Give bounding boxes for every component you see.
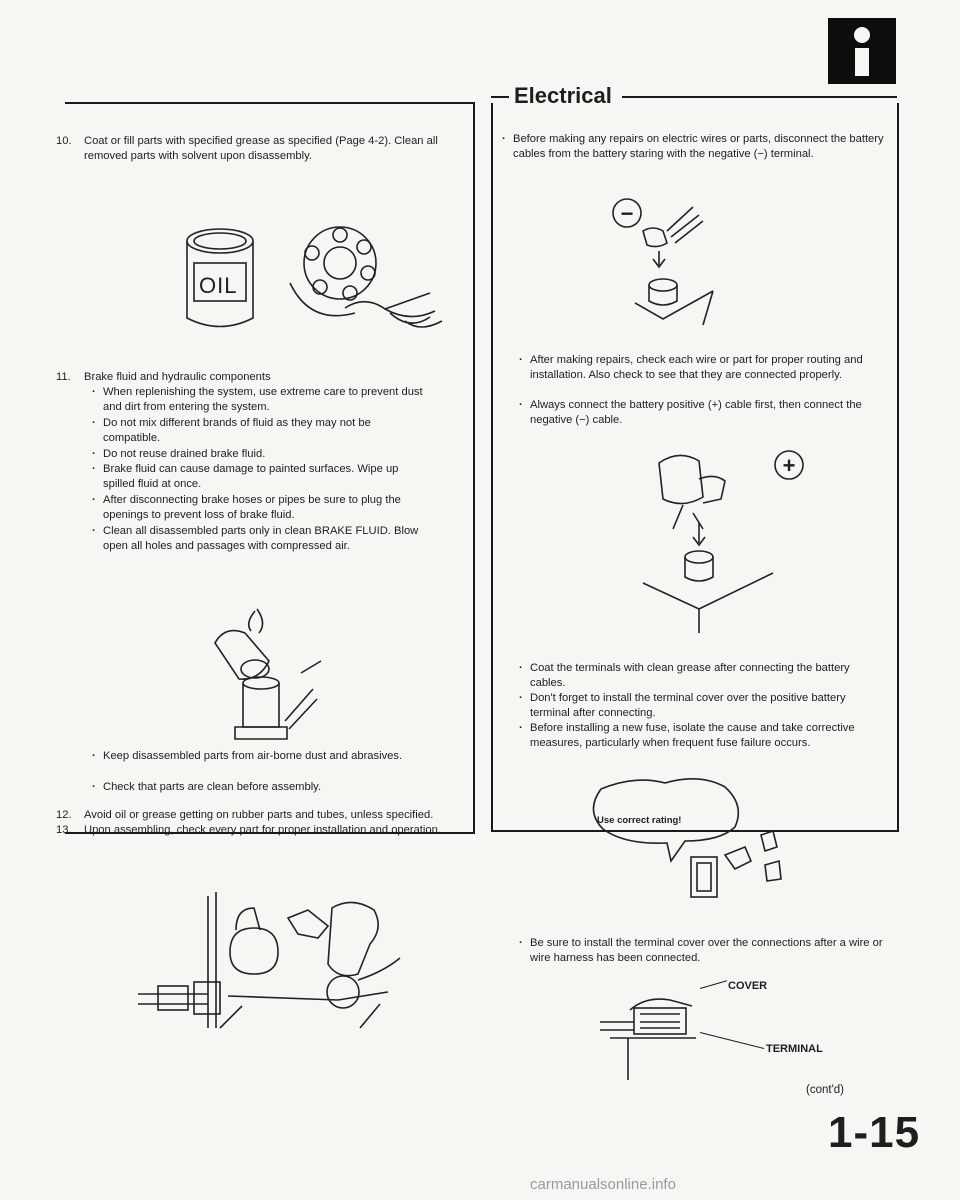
brake-line-illustration — [138, 888, 408, 1033]
item-11-title: Brake fluid and hydraulic components — [84, 371, 271, 383]
right-column: Before making any repairs on electric wi… — [491, 103, 899, 898]
section-title: Electrical — [510, 82, 616, 110]
connect-positive-bullet: Always connect the battery positive (+) … — [519, 398, 888, 428]
positive-terminal-illustration — [603, 443, 813, 633]
item-10-number: 10. — [56, 135, 72, 147]
info-icon — [828, 18, 896, 84]
oil-can-label: OIL — [199, 273, 238, 298]
item-11-bullet-2: Do not mix different brands of fluid as … — [92, 416, 431, 446]
left-column: 10. Coat or fill parts with specified gr… — [56, 103, 475, 836]
contd-label: (cont'd) — [806, 1084, 844, 1096]
watermark: carmanualsonline.info — [530, 1176, 676, 1193]
check-parts-bullet: Check that parts are clean before assemb… — [92, 780, 451, 795]
item-13-text: Upon assembling, check every part for pr… — [84, 824, 441, 836]
after-repairs-bullet: After making repairs, check each wire or… — [519, 353, 888, 383]
item-12-number: 12. — [56, 809, 72, 821]
keep-parts-bullet: Keep disassembled parts from air-borne d… — [92, 749, 451, 764]
page-number: 1-15 — [828, 1108, 921, 1157]
item-11-bullet-3: Do not reuse drained brake fluid. — [92, 447, 431, 462]
negative-symbol: − — [620, 201, 634, 226]
terminal-cover-bullet: Don't forget to install the terminal cov… — [519, 691, 888, 721]
positive-symbol: + — [782, 453, 796, 478]
right-top-rule — [622, 96, 897, 98]
bottom-rule — [65, 832, 475, 834]
item-11-bullet-4: Brake fluid can cause damage to painted … — [92, 462, 431, 492]
item-11-number: 11. — [56, 371, 71, 383]
item-10-text: Coat or fill parts with specified grease… — [84, 135, 438, 162]
brake-fluid-illustration — [195, 603, 325, 743]
negative-terminal-illustration — [583, 191, 773, 331]
item-13-number: 13. — [56, 824, 72, 836]
item-11-bullet-6: Clean all disassembled parts only in cle… — [92, 524, 431, 554]
left-top-rule — [65, 102, 475, 104]
item-11-bullet-1: When replenishing the system, use extrem… — [92, 385, 431, 415]
cover-label: COVER — [728, 980, 768, 992]
coat-terminals-bullet: Coat the terminals with clean grease aft… — [519, 661, 888, 691]
item-11-bullet-5: After disconnecting brake hoses or pipes… — [92, 493, 431, 523]
wire-harness-bullet: Be sure to install the terminal cover ov… — [519, 936, 888, 966]
item-12-text: Avoid oil or grease getting on rubber pa… — [84, 809, 434, 821]
cover-terminal-illustration — [600, 980, 720, 1080]
oil-and-bearing-illustration — [180, 213, 460, 338]
terminal-label: TERMINAL — [766, 1043, 823, 1055]
before-repairs-bullet: Before making any repairs on electric wi… — [502, 132, 885, 162]
info-icon-stem — [855, 48, 869, 76]
fuse-bullet: Before installing a new fuse, isolate th… — [519, 721, 888, 751]
bubble-text: Use correct rating! — [597, 815, 682, 826]
info-icon-dot — [854, 27, 870, 43]
right-top-rule-left — [491, 96, 509, 98]
fuse-illustration — [575, 775, 805, 905]
